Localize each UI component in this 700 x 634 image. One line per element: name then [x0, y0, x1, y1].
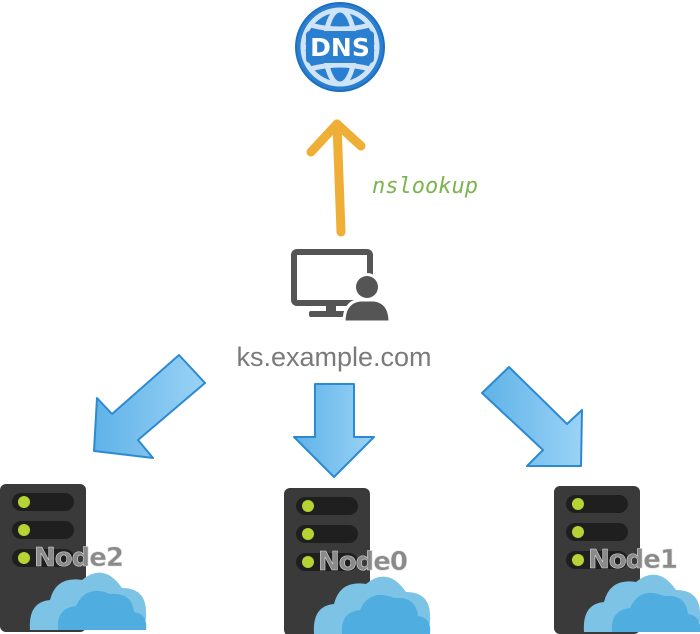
- status-light: [302, 556, 314, 568]
- status-light: [18, 496, 30, 508]
- status-light: [18, 524, 30, 536]
- nslookup-label: nslookup: [372, 174, 478, 199]
- dns-globe-icon: DNS: [293, 0, 387, 94]
- node-label: Node2: [34, 543, 123, 573]
- arrow-to-node2: [93, 354, 206, 459]
- status-light: [572, 498, 584, 510]
- cloud-icon: [583, 574, 700, 632]
- node0-server: Node0: [284, 488, 431, 634]
- node-label: Node0: [318, 547, 407, 577]
- computer-user-icon: [291, 249, 392, 324]
- dns-label: DNS: [310, 33, 370, 62]
- status-light: [18, 552, 30, 564]
- cloud-icon: [29, 572, 147, 630]
- arrow-to-node1: [481, 366, 583, 467]
- status-light: [302, 528, 314, 540]
- node-label: Node1: [588, 545, 677, 575]
- status-light: [302, 500, 314, 512]
- node2-server: Node2: [0, 484, 147, 632]
- status-light: [572, 554, 584, 566]
- cloud-icon: [313, 576, 431, 634]
- domain-name: ks.example.com: [236, 342, 431, 372]
- node1-server: Node1: [554, 486, 700, 634]
- arrow-to-node0: [293, 383, 375, 478]
- nslookup-arrow: [306, 119, 366, 237]
- status-light: [572, 526, 584, 538]
